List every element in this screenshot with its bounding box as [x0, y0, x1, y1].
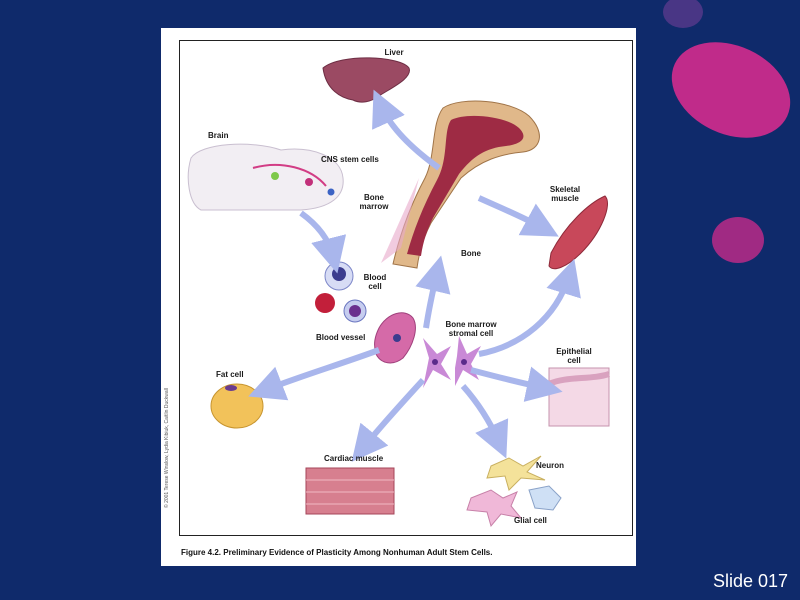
figure-frame: [179, 40, 633, 536]
stromal-cell-2: [455, 336, 481, 386]
liver-illustration: [322, 57, 410, 103]
arrow-to-bone: [415, 255, 451, 329]
skeletal-muscle-illustration: [548, 195, 608, 270]
neuron-illustration: [486, 455, 546, 491]
glial-cell-illustration: [466, 489, 523, 528]
label-cns-stem-cells: CNS stem cells: [321, 155, 379, 164]
bone-marrow-core: [407, 115, 524, 257]
arrow-to-cardiac: [351, 377, 426, 462]
label-liver: Liver: [384, 48, 404, 57]
decorative-blob-medium: [712, 217, 764, 263]
fat-cell-nucleus: [225, 385, 237, 391]
stromal-nucleus-2: [461, 359, 467, 365]
arrow-to-neuron: [460, 384, 509, 459]
lymphocyte-nucleus: [349, 305, 361, 317]
differentiation-arrows: [248, 89, 581, 462]
label-skeletal-muscle: Skeletal muscle: [549, 185, 581, 203]
label-neuron: Neuron: [536, 461, 564, 470]
blood-vessel-cell: [393, 334, 401, 342]
bone-marrow-glow: [381, 178, 419, 263]
cardiac-muscle-illustration: [305, 467, 395, 515]
stromal-nucleus-1: [432, 359, 438, 365]
cns-stem-cell-pink: [305, 178, 313, 186]
arrow-stromal-to-muscle: [478, 258, 581, 357]
figure-card: Liver Brain CNS stem cells Bone marrow B…: [161, 28, 636, 566]
arrow-to-fat: [248, 347, 381, 401]
label-bone-marrow: Bone marrow: [359, 193, 389, 211]
label-blood-cell: Blood cell: [363, 273, 387, 291]
slide-number: Slide 017: [712, 571, 788, 591]
figure-caption: Figure 4.2. Preliminary Evidence of Plas…: [181, 548, 493, 557]
glial-cell-blue: [528, 485, 562, 511]
red-blood-cell: [315, 293, 335, 313]
fat-cell-illustration: [210, 383, 264, 429]
label-cardiac-muscle: Cardiac muscle: [324, 454, 384, 463]
decorative-blob-small: [663, 0, 703, 28]
arrow-to-skeletal-muscle: [477, 195, 559, 237]
cns-stem-cell-blue: [327, 188, 335, 196]
label-glial-cell: Glial cell: [514, 516, 547, 525]
stem-cell-plasticity-diagram: [187, 57, 610, 528]
brain-illustration: [187, 143, 344, 211]
label-bone-marrow-stromal-cell: Bone marrow stromal cell: [445, 320, 497, 338]
decorative-blob-large: [671, 42, 791, 138]
copyright-notice: © 2001 Terese Winslow, Lydia Kibiuk, Cai…: [164, 388, 170, 508]
white-blood-cell-nucleus: [332, 267, 346, 281]
label-fat-cell: Fat cell: [216, 370, 244, 379]
label-bone: Bone: [461, 249, 481, 258]
label-epithelial-cell: Epithelial cell: [556, 347, 592, 365]
arrow-to-liver: [372, 89, 441, 171]
cns-stem-cell-green: [271, 172, 279, 180]
arrow-brain-to-blood: [299, 210, 347, 274]
arrow-to-epithelial: [470, 366, 563, 402]
label-brain: Brain: [208, 131, 229, 140]
cns-pathway: [252, 163, 327, 187]
label-blood-vessel: Blood vessel: [316, 333, 366, 342]
